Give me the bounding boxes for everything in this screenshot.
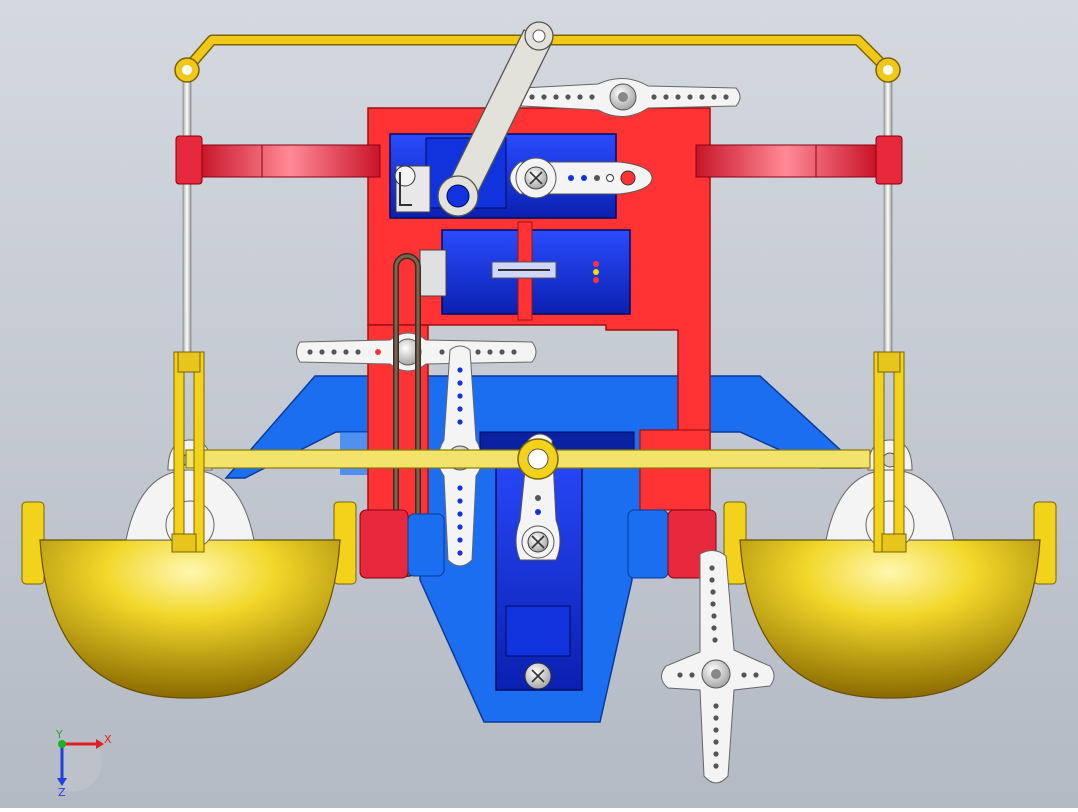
servo-horn-cross[interactable] <box>661 550 775 784</box>
servo-horn-upper-arm[interactable] <box>509 157 653 199</box>
left-hanger-link[interactable] <box>171 351 205 553</box>
pivot-link-arm[interactable] <box>437 21 554 217</box>
triad-z-label: Z <box>58 786 66 799</box>
triad-y-label: Y <box>55 728 63 741</box>
left-hanger-rod <box>182 71 192 373</box>
left-mount-block[interactable] <box>359 509 445 579</box>
lower-balance-bar[interactable] <box>185 438 871 480</box>
middle-servo[interactable] <box>419 221 631 321</box>
left-clamp[interactable] <box>175 135 381 185</box>
coordinate-triad: X Y Z <box>55 728 112 799</box>
y-axis-dot <box>58 740 66 748</box>
right-bowl[interactable] <box>723 469 1057 699</box>
right-hanger-rod <box>883 71 893 373</box>
triad-x-label: X <box>104 733 112 746</box>
right-hanger-link[interactable] <box>873 351 907 553</box>
right-clamp[interactable] <box>695 135 903 185</box>
